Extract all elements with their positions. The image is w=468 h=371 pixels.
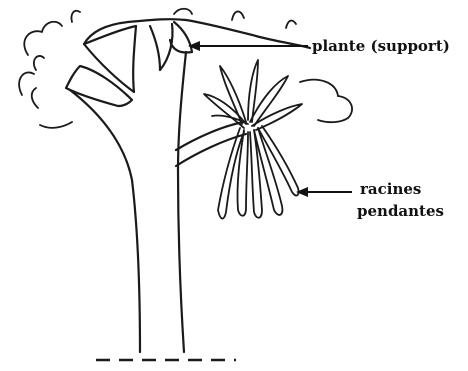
tree-canopy <box>19 9 352 128</box>
label-support: plante (support) <box>312 37 450 55</box>
epiphyte-leaves <box>204 60 302 130</box>
roots-arrow <box>296 187 352 197</box>
label-roots-line1: racines <box>360 180 421 198</box>
tree-branches <box>66 22 192 106</box>
label-roots-line2: pendantes <box>357 202 444 220</box>
